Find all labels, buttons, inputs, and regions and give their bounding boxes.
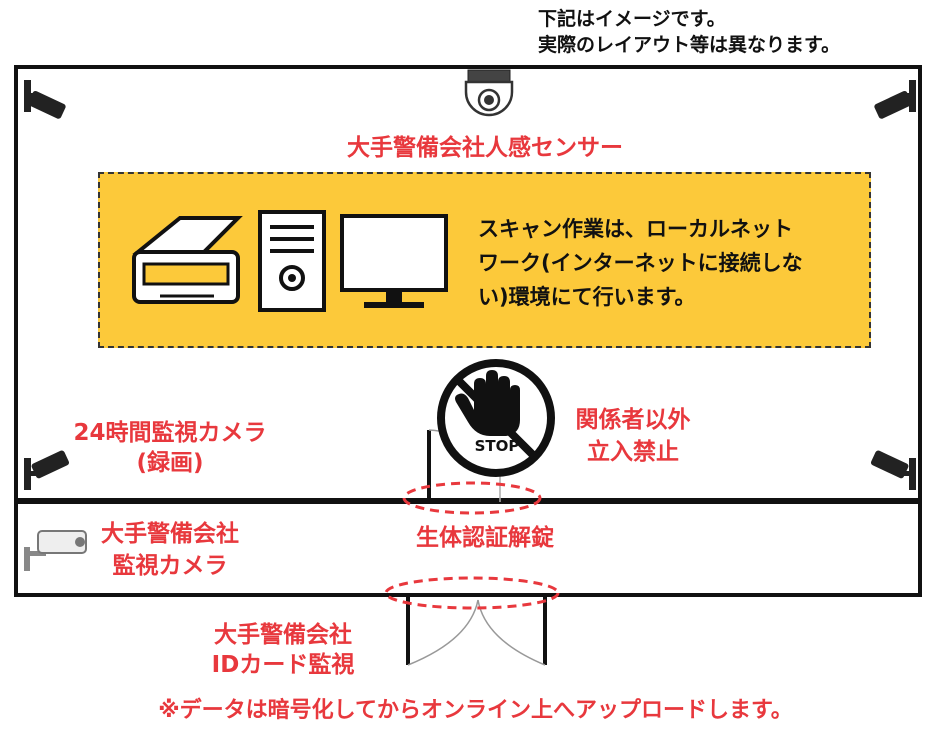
no-entry-line-1: 関係者以外: [575, 407, 691, 433]
entry-room-wall: [14, 500, 922, 597]
disclaimer-line-2: 実際のレイアウト等は異なります。: [538, 34, 841, 56]
panel-description: スキャン作業は、ローカルネット ワーク(インターネットに接続しな い)環境にて行…: [478, 212, 858, 314]
id-card-label: 大手警備会社 IDカード監視: [188, 620, 378, 680]
no-entry-label: 関係者以外 立入禁止: [548, 404, 718, 468]
camera-24h-line-1: 24時間監視カメラ: [73, 420, 267, 446]
biometric-unlock-label: 生体認証解錠: [416, 525, 554, 551]
panel-line-1: スキャン作業は、ローカルネット: [478, 217, 793, 241]
sensor-label: 大手警備会社人感センサー: [347, 135, 623, 161]
monitor-icon: [340, 214, 448, 308]
corner-camera-icon-bottom-left: [24, 450, 70, 490]
guard-camera-line-2: 監視カメラ: [112, 553, 228, 579]
pc-tower-icon: [258, 210, 326, 312]
no-entry-line-2: 立入禁止: [587, 439, 679, 465]
guard-camera-line-1: 大手警備会社: [101, 521, 239, 547]
entry-door: [384, 576, 560, 666]
corner-camera-icon-bottom-right: [870, 450, 916, 490]
equipment-illustration: [132, 210, 448, 312]
stop-sign-text: STOP: [474, 437, 520, 455]
scanner-icon: [132, 216, 243, 304]
footer-note: ※データは暗号化してからオンライン上へアップロードします。: [158, 698, 793, 723]
corner-camera-icon-top-right: [874, 80, 916, 119]
dome-camera-icon: [464, 69, 514, 117]
security-camera-icon: [24, 530, 87, 571]
corner-camera-icon-top-left: [24, 80, 66, 119]
guard-camera-label: 大手警備会社 監視カメラ: [80, 518, 260, 582]
camera-24h-line-2: (録画): [136, 450, 204, 476]
camera-24h-label: 24時間監視カメラ (録画): [40, 418, 300, 478]
stop-sign-icon: [437, 359, 555, 477]
panel-line-2: ワーク(インターネットに接続しな: [478, 251, 803, 275]
panel-line-3: い)環境にて行います。: [478, 285, 696, 309]
id-card-line-2: IDカード監視: [211, 652, 355, 678]
id-card-line-1: 大手警備会社: [214, 622, 352, 648]
disclaimer-line-1: 下記はイメージです。: [538, 8, 726, 30]
local-network-panel: [98, 172, 871, 348]
disclaimer-note: 下記はイメージです。 実際のレイアウト等は異なります。: [538, 6, 840, 58]
